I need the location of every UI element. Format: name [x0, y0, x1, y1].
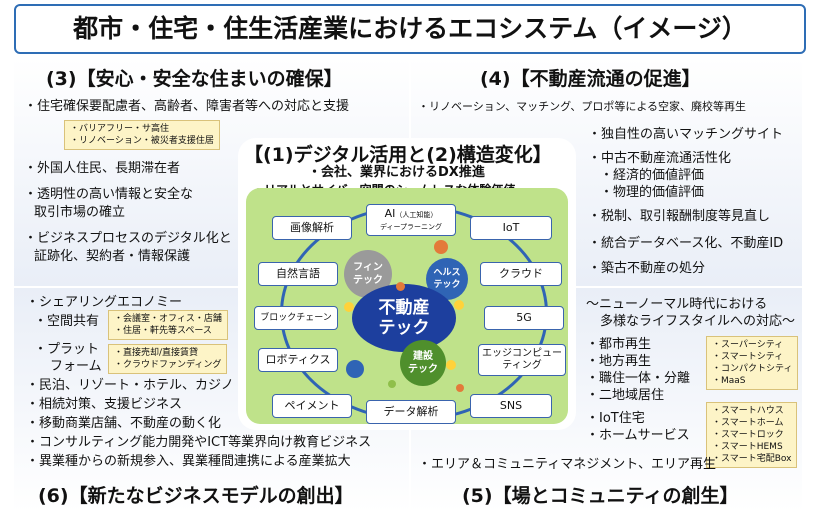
q5-line: ・ホームサービス — [586, 428, 690, 443]
q3-line: ・住宅確保要配慮者、高齢者、障害者等への対応と支援 — [24, 99, 350, 114]
q5-note-line: ・スマートHEMS — [712, 442, 783, 452]
q5-line: ・エリア＆コミュニティマネジメント、エリア再生 — [418, 457, 716, 472]
q5-note-line: ・コンパクトシティ — [712, 364, 793, 374]
decorative-dot — [456, 384, 464, 392]
q5-line: ・地方再生 — [586, 354, 652, 369]
q5-line: 多様なライフスタイルへの対応～ — [600, 314, 796, 329]
tech-cloud: クラウド — [480, 262, 562, 286]
q4-line: ・物理的価値評価 — [600, 185, 705, 200]
center-heading: 【(1)デジタル活用と(2)構造変化】 — [244, 144, 552, 166]
tech-ai-label: AI — [384, 206, 396, 220]
q6-note-line: ・クラウドファンディング — [114, 360, 222, 370]
q6-note-line: ・住居・軒先等スペース — [114, 326, 212, 336]
decorative-dot — [344, 302, 354, 312]
tech-ai-paren: （人工知能） — [395, 210, 438, 219]
q6-line: ・空間共有 — [34, 314, 100, 329]
q4-line: ・税制、取引報酬制度等見直し — [588, 209, 771, 224]
tech-payment: ペイメント — [272, 394, 352, 418]
real-estate-tech-line: テック — [378, 318, 430, 338]
q5-line: ～ニューノーマル時代における — [586, 297, 768, 312]
tech-edge-computing: エッジコンピュー ティング — [478, 344, 566, 376]
q6-line: ・シェアリングエコノミー — [26, 295, 183, 310]
q3-line: ・外国人住民、長期滞在者 — [24, 161, 181, 176]
construction-tech-circle: 建設 テック — [400, 340, 446, 386]
q5-line: ・IoT住宅 — [586, 411, 645, 426]
q6-note-box-space: ・会議室・オフィス・店舗 ・住居・軒先等スペース — [108, 310, 228, 340]
q6-line: ・相続対策、支援ビジネス — [26, 397, 183, 412]
real-estate-tech-line: 不動産 — [378, 298, 430, 318]
q3-line: ・透明性の高い情報と安全な — [24, 187, 194, 202]
q6-line: ・コンサルティング能力開発やICT等業界向け教育ビジネス — [26, 435, 372, 450]
q6-line: ・移動商業店舗、不動産の動く化 — [26, 416, 222, 431]
q3-note-box: ・バリアフリー・サ高住 ・リノベーション・被災者支援住居 — [64, 120, 220, 150]
q5-line: ・二地域居住 — [586, 388, 665, 403]
q4-line: ・経済的価値評価 — [600, 168, 705, 183]
q6-line: フォーム — [50, 359, 102, 374]
q3-note-line: ・リノベーション・被災者支援住居 — [70, 136, 214, 146]
tech-robotics: ロボティクス — [258, 348, 338, 372]
tech-blockchain: ブロックチェーン — [254, 306, 338, 330]
tech-5g: 5G — [484, 306, 564, 330]
q5-note-line: ・MaaS — [712, 376, 746, 386]
real-estate-tech-circle: 不動産 テック — [352, 284, 456, 352]
q5-note-box-house: ・スマートハウス ・スマートホーム ・スマートロック ・スマートHEMS ・スマ… — [706, 402, 798, 468]
q4-line: ・統合データベース化、不動産ID — [588, 236, 784, 251]
q5-note-box-city: ・スーパーシティ ・スマートシティ ・コンパクトシティ ・MaaS — [706, 336, 799, 390]
q3-line: 取引市場の確立 — [34, 205, 126, 220]
decorative-dot — [388, 380, 396, 388]
q4-line: ・中古不動産流通活性化 — [588, 151, 732, 166]
tech-ai: AI（人工知能） ディープラーニング — [366, 204, 456, 236]
decorative-dot — [434, 240, 448, 254]
q6-line: ・異業種からの新規参入、異業種間連携による産業拡大 — [26, 454, 351, 469]
tech-image-analysis: 画像解析 — [272, 216, 352, 240]
tech-edge-line: ティング — [502, 360, 542, 371]
q5-note-line: ・スーパーシティ — [712, 340, 784, 350]
decorative-dot — [446, 360, 456, 370]
quadrant-6-heading: (6)【新たなビジネスモデルの創出】 — [38, 485, 354, 507]
q5-note-line: ・スマートロック — [712, 430, 784, 440]
tech-sns: SNS — [470, 394, 552, 418]
tech-iot: IoT — [470, 216, 552, 240]
q5-line: ・都市再生 — [586, 337, 652, 352]
quadrant-4-heading: (4)【不動産流通の促進】 — [480, 68, 701, 90]
quadrant-3-heading: (3)【安心・安全な住まいの確保】 — [46, 68, 343, 90]
q4-line: ・リノベーション、マッチング、プロポ等による空家、廃校等再生 — [418, 100, 747, 113]
q6-note-box-platform: ・直接売却/直接賃貸 ・クラウドファンディング — [108, 344, 228, 374]
q4-line: ・独自性の高いマッチングサイト — [588, 127, 784, 142]
decorative-dot — [396, 282, 405, 291]
q3-note-line: ・バリアフリー・サ高住 — [70, 124, 170, 134]
tech-edge-line: エッジコンピュー — [482, 348, 562, 359]
tech-ai-sub: ディープラーニング — [379, 222, 443, 231]
tech-data-analysis: データ解析 — [366, 400, 456, 424]
tech-natural-language: 自然言語 — [258, 262, 338, 286]
decorative-dot — [454, 300, 464, 310]
q5-note-line: ・スマート宅配Box — [712, 454, 792, 464]
q5-line: ・職住一体・分離 — [586, 371, 691, 386]
q6-line: ・民泊、リゾート・ホテル、カジノ — [26, 378, 234, 393]
q6-line: ・プラット — [34, 342, 100, 357]
q3-line: ・ビジネスプロセスのデジタル化と — [24, 231, 232, 246]
q6-note-line: ・直接売却/直接賃貸 — [114, 348, 199, 358]
quadrant-5-heading: (5)【場とコミュニティの創生】 — [462, 485, 739, 507]
q5-note-line: ・スマートシティ — [712, 352, 784, 362]
q5-note-line: ・スマートホーム — [712, 418, 784, 428]
decorative-dot — [346, 360, 364, 378]
center-subheading-dx: ・会社、業界におけるDX推進 — [308, 165, 485, 180]
page-title: 都市・住宅・住生活産業におけるエコシステム（イメージ） — [14, 4, 806, 54]
q6-note-line: ・会議室・オフィス・店舗 — [114, 314, 222, 324]
q5-note-line: ・スマートハウス — [712, 406, 784, 416]
q4-line: ・築古不動産の処分 — [588, 261, 706, 276]
q3-line: 証跡化、契約者・情報保護 — [34, 249, 191, 264]
